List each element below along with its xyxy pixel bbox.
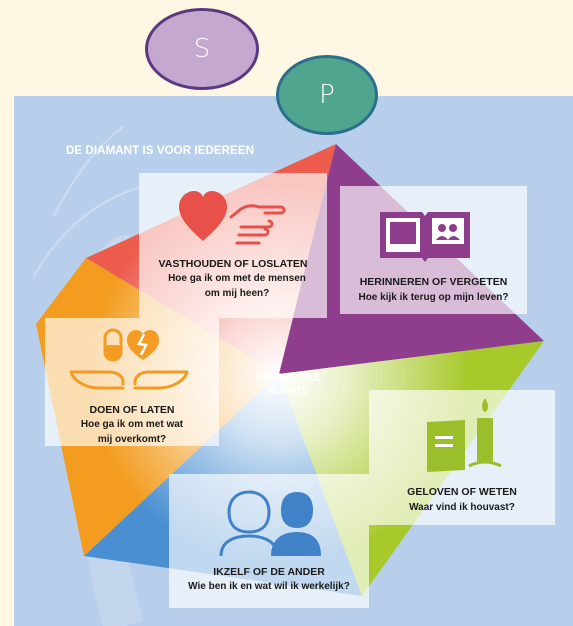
card-doen: DOEN OF LATEN Hoe ga ik om met wat mij o… — [45, 318, 219, 446]
diamond-panel: DE DIAMANT IS VOOR IEDEREEN VASTHOUDEN O… — [14, 96, 573, 626]
card-ikzelf: IKZELF OF DE ANDER Wie ben ik en wat wil… — [169, 474, 369, 608]
diagram-heading: DE DIAMANT IS VOOR IEDEREEN — [66, 145, 254, 157]
card-title: HERINNEREN OF VERGETEN — [359, 276, 508, 288]
card-title: VASTHOUDEN OF LOSLATEN — [158, 258, 308, 270]
card-question: Wie ben ik en wat wil ik werkelijk? — [188, 581, 350, 592]
book-candle-icon — [427, 398, 502, 472]
hands-pill-broken-heart-icon — [69, 328, 189, 390]
card-vasthouden: VASTHOUDEN OF LOSLATEN Hoe ga ik om met … — [139, 173, 327, 318]
card-question: Hoe ga ik om met wat mij overkomt? — [80, 419, 184, 445]
card-herinneren: HERINNEREN OF VERGETEN Hoe kijk ik terug… — [340, 186, 527, 314]
card-question: Hoe kijk ik terug op mijn leven? — [358, 292, 509, 303]
center-label-line1: INNERLIJKE — [255, 372, 321, 384]
badge-p-label: P — [319, 80, 335, 110]
card-title: DOEN OF LATEN — [89, 404, 175, 416]
badge-s: S — [145, 8, 259, 90]
badge-p: P — [276, 55, 378, 135]
card-question: Waar vind ik houvast? — [409, 502, 515, 513]
center-label-line2: RUIMTE — [266, 385, 310, 398]
badge-s-label: S — [193, 34, 211, 64]
card-title: GELOVEN OF WETEN — [407, 486, 517, 498]
center-label: INNERLIJKE RUIMTE — [250, 372, 326, 398]
photo-album-icon — [380, 212, 470, 262]
card-question: Hoe ga ik om met de mensen om mij heen? — [168, 273, 306, 299]
card-title: IKZELF OF DE ANDER — [213, 566, 325, 578]
card-geloven: GELOVEN OF WETEN Waar vind ik houvast? — [369, 390, 555, 525]
heart-hand-icon — [179, 191, 286, 245]
two-people-icon — [219, 490, 321, 557]
